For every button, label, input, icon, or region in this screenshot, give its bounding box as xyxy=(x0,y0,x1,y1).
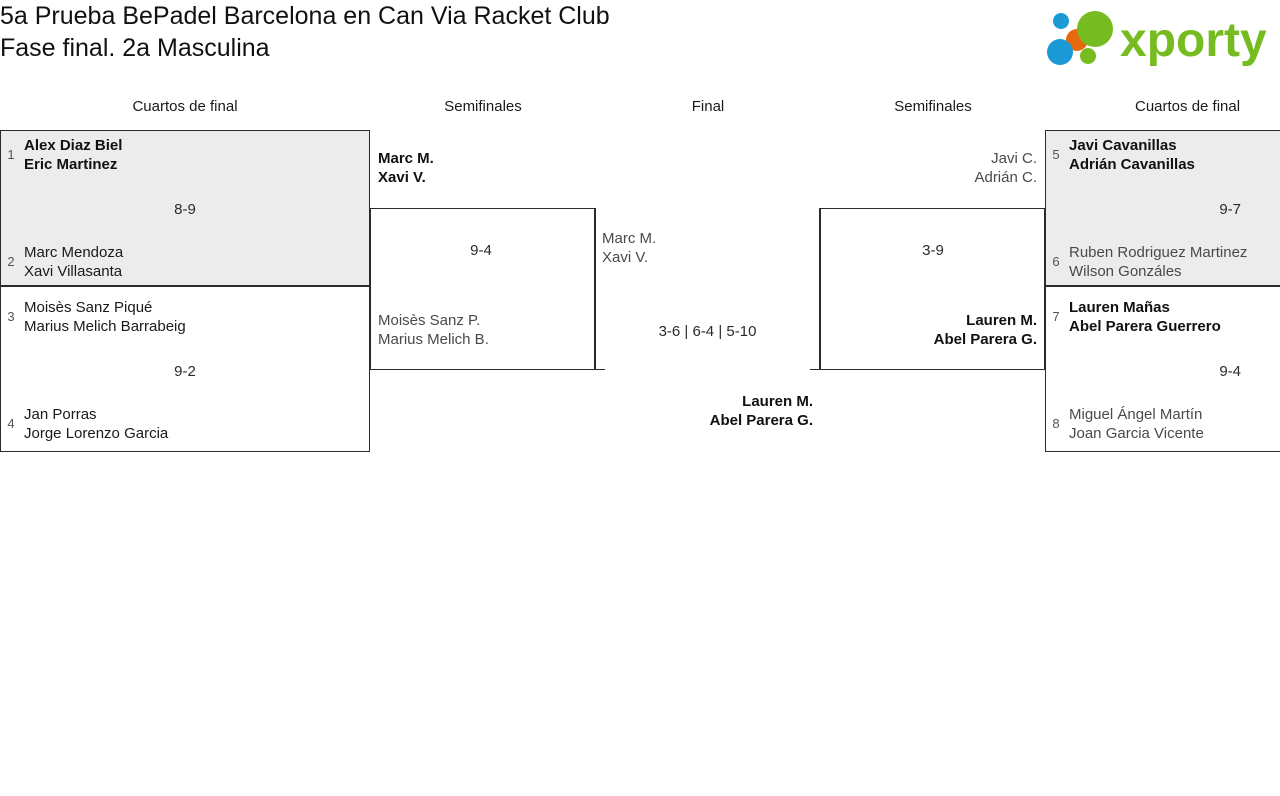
page-title: 5a Prueba BePadel Barcelona en Can Via R… xyxy=(0,0,860,64)
team-qf2-left-bottom[interactable]: 4 Jan Porras Jorge Lorenzo Garcia xyxy=(4,405,364,443)
tournament-phase: Fase final. 2a Masculina xyxy=(0,34,270,62)
player-name: Jorge Lorenzo Garcia xyxy=(24,425,169,442)
player-name: Jan Porras xyxy=(24,406,97,423)
player-name: Adrián C. xyxy=(974,169,1037,186)
match-box-qf2-left[interactable] xyxy=(0,286,370,452)
team-semifinal-right-bottom[interactable]: Lauren M. Abel Parera G. xyxy=(837,311,1037,349)
final-box-stub-right xyxy=(810,369,820,370)
team-qf1-left-bottom[interactable]: 2 Marc Mendoza Xavi Villasanta xyxy=(4,243,364,281)
player-name: Xavi Villasanta xyxy=(24,263,123,280)
player-name: Abel Parera G. xyxy=(709,412,813,429)
player-name: Xavi V. xyxy=(378,169,426,186)
score-semifinal-right: 3-9 xyxy=(922,242,944,259)
score-final: 3-6 | 6-4 | 5-10 xyxy=(658,323,757,340)
score-qf1-right: 9-7 xyxy=(1219,201,1241,218)
player-name: Moisès Sanz P. xyxy=(378,312,481,329)
logo-dots-icon xyxy=(1047,11,1113,65)
player-name: Javi C. xyxy=(991,150,1037,167)
player-name: Wilson Gonzáles xyxy=(1069,263,1182,280)
column-header-quarterfinals-left: Cuartos de final xyxy=(132,98,238,115)
seed-number: 1 xyxy=(7,147,15,162)
column-header-semifinals-left: Semifinales xyxy=(444,98,522,115)
match-box-semifinal-left[interactable] xyxy=(370,208,595,370)
match-box-final[interactable] xyxy=(595,208,820,370)
score-qf2-right: 9-4 xyxy=(1219,363,1241,380)
seed-number: 4 xyxy=(7,416,15,431)
team-qf2-right-bottom[interactable]: 8 Miguel Ángel Martín Joan Garcia Vicent… xyxy=(1049,405,1280,443)
player-name: Marc M. xyxy=(602,230,657,247)
player-name: Lauren M. xyxy=(966,312,1037,329)
player-name: Lauren Mañas xyxy=(1069,299,1170,316)
team-qf2-left-top[interactable]: 3 Moisès Sanz Piqué Marius Melich Barrab… xyxy=(4,298,364,336)
seed-number: 2 xyxy=(7,254,15,269)
player-name: Marc Mendoza xyxy=(24,244,124,261)
seed-number: 5 xyxy=(1052,147,1060,162)
final-box-stub-left xyxy=(595,369,605,370)
team-qf1-left-top[interactable]: 1 Alex Diaz Biel Eric Martinez xyxy=(4,136,364,174)
team-qf1-right-top[interactable]: 5 Javi Cavanillas Adrián Cavanillas xyxy=(1049,136,1280,174)
match-box-qf1-right[interactable] xyxy=(1045,130,1280,286)
seed-number: 6 xyxy=(1052,254,1060,269)
player-name: Miguel Ángel Martín xyxy=(1069,406,1203,423)
team-final-left[interactable]: Marc M. Xavi V. xyxy=(602,229,802,267)
team-semifinal-left-bottom[interactable]: Moisès Sanz P. Marius Melich B. xyxy=(378,311,588,349)
score-qf1-left: 8-9 xyxy=(174,201,196,218)
team-semifinal-right-top[interactable]: Javi C. Adrián C. xyxy=(837,149,1037,187)
score-qf2-left: 9-2 xyxy=(174,363,196,380)
player-name: Marius Melich Barrabeig xyxy=(24,318,186,335)
player-name: Xavi V. xyxy=(602,249,649,266)
logo-wordmark: xporty xyxy=(1120,14,1267,67)
team-champion[interactable]: Lauren M. Abel Parera G. xyxy=(605,392,813,430)
player-name: Lauren M. xyxy=(742,393,813,410)
seed-number: 3 xyxy=(7,309,15,324)
score-semifinal-left: 9-4 xyxy=(470,242,492,259)
team-semifinal-left-top[interactable]: Marc M. Xavi V. xyxy=(378,149,588,187)
tournament-name: 5a Prueba BePadel Barcelona en Can Via R… xyxy=(0,2,610,30)
column-header-quarterfinals-right: Cuartos de final xyxy=(1135,98,1241,115)
player-name: Javi Cavanillas xyxy=(1069,137,1177,154)
player-name: Marius Melich B. xyxy=(378,331,489,348)
player-name: Joan Garcia Vicente xyxy=(1069,425,1204,442)
player-name: Alex Diaz Biel xyxy=(24,137,123,154)
match-box-semifinal-right[interactable] xyxy=(820,208,1045,370)
player-name: Marc M. xyxy=(378,150,434,167)
team-qf1-right-bottom[interactable]: 6 Ruben Rodriguez Martinez Wilson Gonzál… xyxy=(1049,243,1280,281)
column-header-semifinals-right: Semifinales xyxy=(894,98,972,115)
seed-number: 7 xyxy=(1052,309,1060,324)
player-name: Adrián Cavanillas xyxy=(1069,156,1195,173)
player-name: Abel Parera Guerrero xyxy=(1069,318,1221,335)
team-qf2-right-top[interactable]: 7 Lauren Mañas Abel Parera Guerrero xyxy=(1049,298,1280,336)
player-name: Ruben Rodriguez Martinez xyxy=(1069,244,1248,261)
match-box-qf1-left[interactable] xyxy=(0,130,370,286)
player-name: Abel Parera G. xyxy=(933,331,1037,348)
player-name: Moisès Sanz Piqué xyxy=(24,299,153,316)
column-header-final: Final xyxy=(691,98,725,115)
seed-number: 8 xyxy=(1052,416,1060,431)
match-box-qf2-right[interactable] xyxy=(1045,286,1280,452)
player-name: Eric Martinez xyxy=(24,156,118,173)
xporty-logo[interactable]: xporty xyxy=(1040,6,1272,70)
